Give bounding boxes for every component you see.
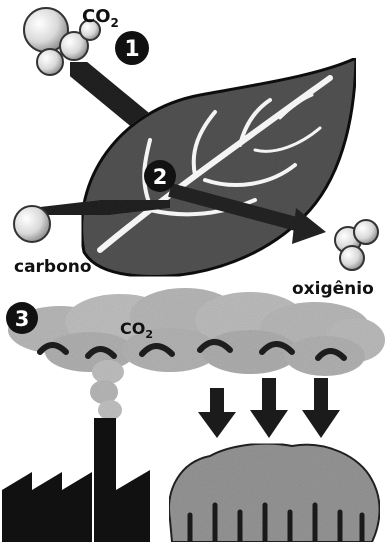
svg-text:2: 2 <box>153 165 168 189</box>
svg-text:3: 3 <box>15 307 30 331</box>
oxygen-arrowhead <box>292 208 326 244</box>
co2-intake-arrow <box>70 62 150 128</box>
oxygen-label: oxigênio <box>292 279 374 299</box>
co2-cloud <box>8 288 385 376</box>
leaf-group <box>40 58 356 276</box>
forest-icon <box>169 444 380 542</box>
oxygen-molecule-icon <box>335 220 378 270</box>
down-arrow-2 <box>250 378 288 438</box>
factory-icon <box>2 418 150 542</box>
co2-top-label: CO2 <box>82 6 119 30</box>
chimney-smoke <box>90 360 124 420</box>
down-arrow-3 <box>302 378 340 438</box>
step-2-badge: 2 <box>144 160 176 192</box>
down-arrow-1 <box>198 388 236 438</box>
step-1-badge: 1 <box>115 31 149 65</box>
step-3-badge: 3 <box>6 302 38 334</box>
svg-text:1: 1 <box>124 37 139 62</box>
downward-arrows <box>198 378 340 438</box>
carbon-label: carbono <box>14 257 92 277</box>
carbon-molecule-icon <box>14 206 50 242</box>
